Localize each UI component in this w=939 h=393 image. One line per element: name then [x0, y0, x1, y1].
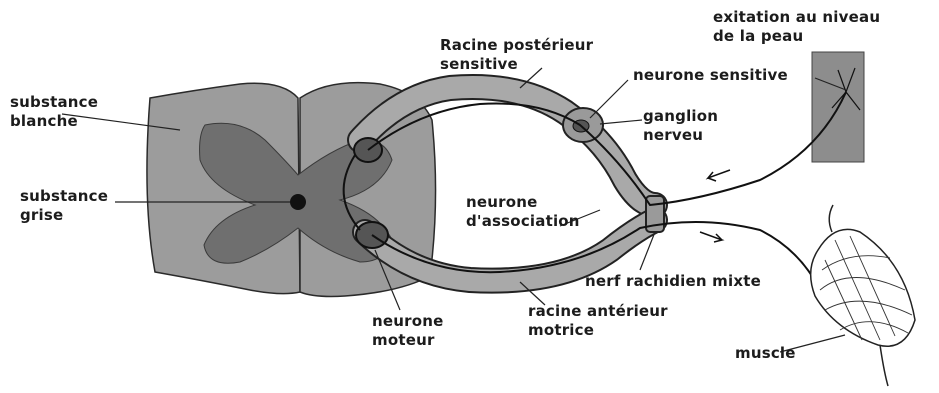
label-nerf-rachidien: nerf rachidien mixte: [585, 272, 761, 291]
central-canal: [290, 194, 306, 210]
label-racine-anterieur: racine antérieur motrice: [528, 302, 668, 340]
label-racine-posterieur: Racine postérieur sensitive: [440, 36, 593, 74]
label-substance-blanche: substance blanche: [10, 93, 98, 131]
pointer-ganglion: [600, 120, 642, 124]
muscle-drawing: [811, 205, 915, 386]
label-muscle: muscle: [735, 344, 796, 363]
label-neurone-moteur: neurone moteur: [372, 312, 444, 350]
motor-direction-arrow: [700, 232, 722, 242]
sensory-direction-arrow: [708, 170, 730, 181]
label-excitation: exitation au niveau de la peau: [713, 8, 880, 46]
muscle-tendon-bottom: [880, 345, 888, 386]
muscle-tendon-top: [829, 205, 833, 232]
label-neurone-sensitive: neurone sensitive: [633, 66, 788, 85]
label-neurone-association: neurone d'association: [466, 193, 580, 231]
label-ganglion: ganglion nerveu: [643, 107, 718, 145]
label-substance-grise: substance grise: [20, 187, 108, 225]
signal-arrows: [700, 170, 730, 242]
pointer-neurone-sensitive: [590, 80, 628, 118]
